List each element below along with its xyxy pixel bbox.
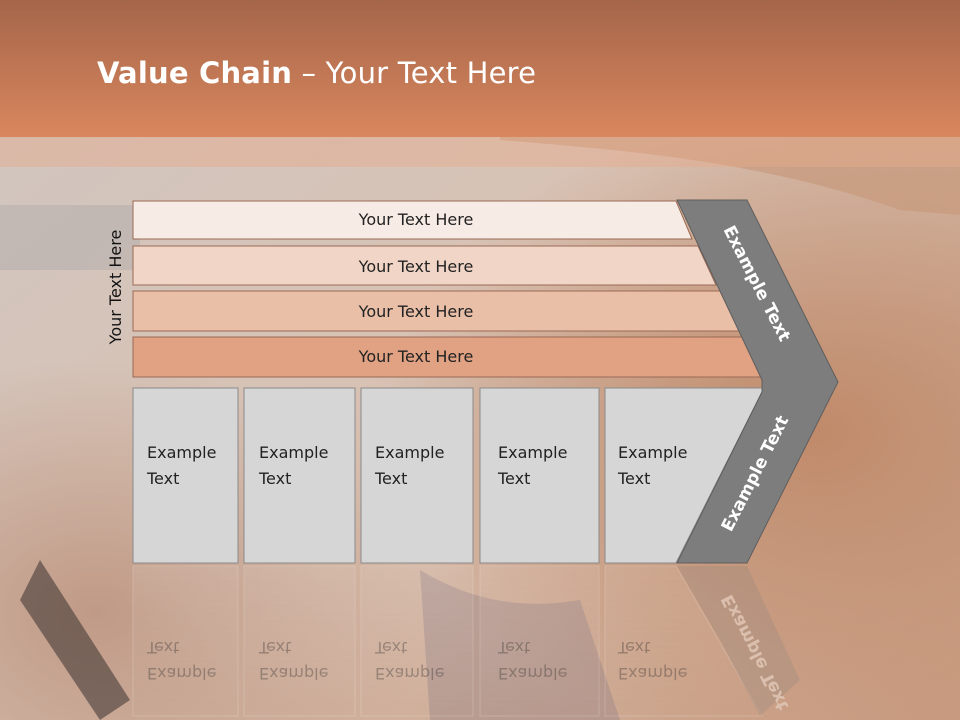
box-1-reflected-line2: Text [146,638,179,657]
box-4-line1: Example [498,443,567,462]
box-4-reflected-line1: Example [498,664,567,683]
title-bar: Value Chain – Your Text Here [0,0,960,137]
box-3-shape [360,387,474,564]
box-4-reflected-line2: Text [497,638,530,657]
box-2-reflection [243,565,356,717]
box-3-reflected-line2: Text [374,638,407,657]
box-1-line2: Text [146,469,179,488]
box-2-reflected-line1: Example [259,664,328,683]
row-4: Your Text Here [132,336,765,378]
box-5-line1: Example [618,443,687,462]
box-2-line2: Text [258,469,291,488]
side-label: Your Text Here [106,230,125,346]
box-3: Example Text [360,387,474,564]
box-5-reflected-line1: Example [618,664,687,683]
box-2-shape [243,387,356,564]
box-5-line2: Text [617,469,650,488]
row-3: Your Text Here [132,290,740,332]
title-bold: Value Chain [97,56,293,90]
box-5-reflected-text: Example Text [617,638,687,683]
box-1-reflection [132,565,239,717]
chevron-shape [676,199,839,564]
page-title: Value Chain – Your Text Here [97,56,536,90]
box-1-shape [132,387,239,564]
box-4-reflection [479,565,600,717]
row-2-shape [132,245,717,286]
box-3-line2: Text [374,469,407,488]
reflection: Example Text Example Text Example Text E… [132,565,800,717]
box-5-reflection [604,565,763,717]
box-3-line1: Example [375,443,444,462]
title-rest: – Your Text Here [292,56,537,90]
header-band [0,137,960,167]
box-4-line2: Text [497,469,530,488]
box-4: Example Text [479,387,600,564]
row-1: Your Text Here [132,200,693,240]
box-4-shape [479,387,600,564]
row-3-label: Your Text Here [358,302,474,321]
box-1-reflected-text: Example Text [146,638,216,683]
box-3-reflected-text: Example Text [374,638,444,683]
box-5: Example Text [604,387,763,564]
box-1-line1: Example [147,443,216,462]
box-4-reflected-text: Example Text [497,638,567,683]
box-2-reflected-text: Example Text [258,638,328,683]
row-1-shape [132,200,693,240]
box-5-reflected-line2: Text [617,638,650,657]
box-1-reflected-line1: Example [147,664,216,683]
row-4-label: Your Text Here [358,347,474,366]
row-1-label: Your Text Here [358,210,474,229]
chevron-reflection [677,566,800,716]
box-2: Example Text [243,387,356,564]
row-2: Your Text Here [132,245,717,286]
box-3-reflected-line1: Example [375,664,444,683]
box-2-reflected-line2: Text [258,638,291,657]
box-1: Example Text [132,387,239,564]
box-2-line1: Example [259,443,328,462]
box-3-reflection [360,565,474,717]
row-2-label: Your Text Here [358,257,474,276]
